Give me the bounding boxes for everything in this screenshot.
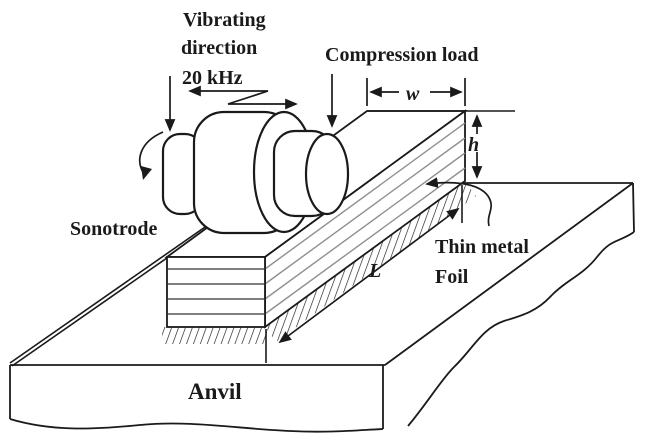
anvil-torn-edge (407, 231, 635, 427)
vibration-direction-arrow (188, 85, 298, 110)
thin-metal-label-line1: Thin metal (435, 236, 529, 258)
length-dim-label: L (368, 260, 381, 282)
sonotrode-label: Sonotrode (70, 218, 158, 240)
rotation-arrow-head (141, 166, 152, 180)
sonotrode-horn (161, 110, 350, 235)
frequency-label: 20 kHz (182, 67, 243, 89)
compression-load-label: Compression load (325, 44, 479, 66)
text-labels: Vibrating direction 20 kHz Compression l… (70, 9, 529, 404)
width-dim-label: w (406, 83, 420, 105)
annotations (139, 74, 492, 363)
anvil-top-left-edge (9, 217, 219, 364)
foil-leader-arrow (425, 177, 492, 227)
height-dim-label: h (468, 134, 479, 156)
anvil-label: Anvil (188, 379, 242, 404)
l-dimension-arrow (278, 207, 460, 344)
thin-metal-label-line2: Foil (435, 266, 469, 288)
weld-hatch-front (162, 327, 267, 344)
anvil-right-edge (632, 182, 635, 233)
sonotrode-tip (304, 132, 350, 216)
vibrating-label-line1: Vibrating (183, 9, 266, 31)
foil-front-face (166, 256, 266, 328)
vibrating-label-line2: direction (181, 37, 257, 59)
anvil-front-bottom-wavy-edge (9, 418, 384, 433)
